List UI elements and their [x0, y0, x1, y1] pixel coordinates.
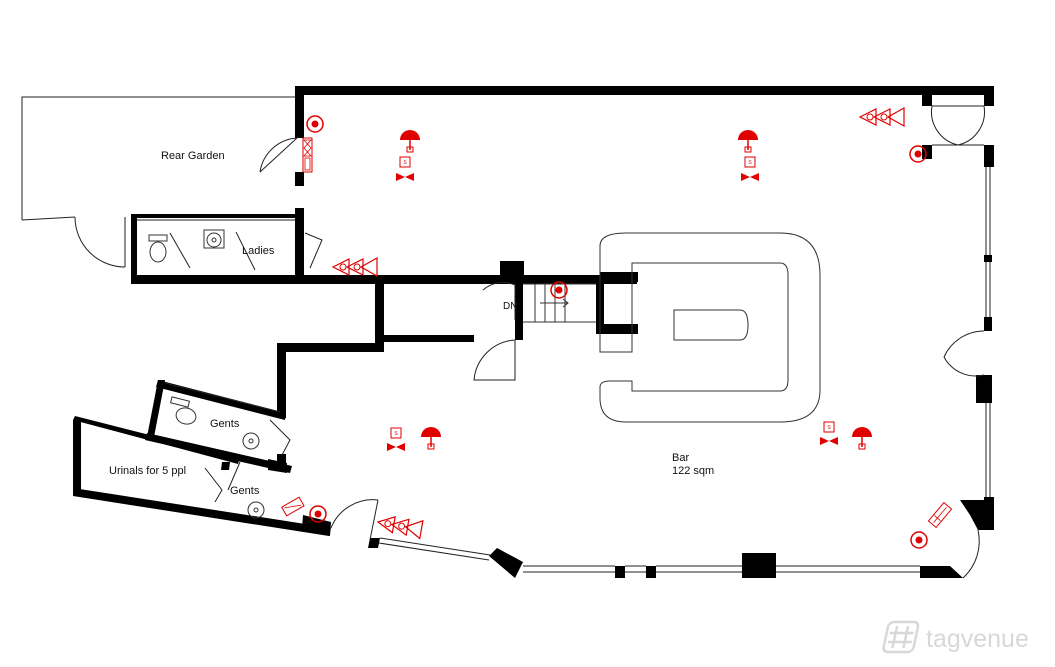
- emergency-light-icon: [737, 129, 759, 153]
- smoke-detector-icon: S: [823, 421, 835, 433]
- smoke-detector-icon: S: [399, 156, 411, 168]
- stairs-down-label: DN: [503, 301, 517, 312]
- ladies-label: Ladies: [242, 245, 275, 257]
- svg-text:S: S: [403, 160, 407, 166]
- watermark: tagvenue: [882, 620, 1029, 654]
- fire-alarm-icon: [910, 531, 928, 549]
- fire-exit-sign-icon: [302, 137, 313, 173]
- fire-exit-sign-icon: [281, 496, 305, 517]
- sprinkler-valve-icon: [387, 443, 405, 451]
- tagvenue-logo-icon: [882, 620, 920, 654]
- urinals-label: Urinals for 5 ppl: [109, 465, 186, 477]
- doors: [169, 105, 985, 579]
- svg-text:S: S: [394, 431, 398, 437]
- emergency-light-icon: [399, 129, 421, 153]
- windows: [137, 167, 991, 573]
- gents-upper-label: Gents: [210, 418, 240, 430]
- rear-garden-label: Rear Garden: [161, 150, 225, 162]
- rear-garden-area: Rear Garden: [21, 96, 298, 268]
- emergency-light-icon: [851, 426, 873, 450]
- emergency-light-icon: [420, 426, 442, 450]
- gents-lower-label: Gents: [230, 485, 260, 497]
- smoke-detector-icon: S: [390, 427, 402, 439]
- fire-extinguisher-icon: [332, 257, 378, 277]
- watermark-text: tagvenue: [926, 625, 1029, 653]
- bar-label: Bar: [672, 452, 689, 464]
- fire-exit-sign-icon: [927, 501, 953, 529]
- fire-extinguisher-icon: [375, 512, 424, 540]
- fire-safety-symbols: S S S S: [281, 107, 953, 549]
- bar-counter: [599, 232, 821, 423]
- smoke-detector-icon: S: [744, 156, 756, 168]
- bar-area-label: 122 sqm: [672, 465, 714, 477]
- fire-alarm-icon: [306, 115, 324, 133]
- sprinkler-valve-icon: [396, 173, 414, 181]
- svg-text:S: S: [748, 160, 752, 166]
- walls: [73, 86, 994, 578]
- stairs: [523, 283, 596, 323]
- svg-text:S: S: [827, 425, 831, 431]
- sprinkler-valve-icon: [820, 437, 838, 445]
- fire-extinguisher-icon: [859, 107, 905, 127]
- fixtures: [148, 229, 265, 519]
- sprinkler-valve-icon: [741, 173, 759, 181]
